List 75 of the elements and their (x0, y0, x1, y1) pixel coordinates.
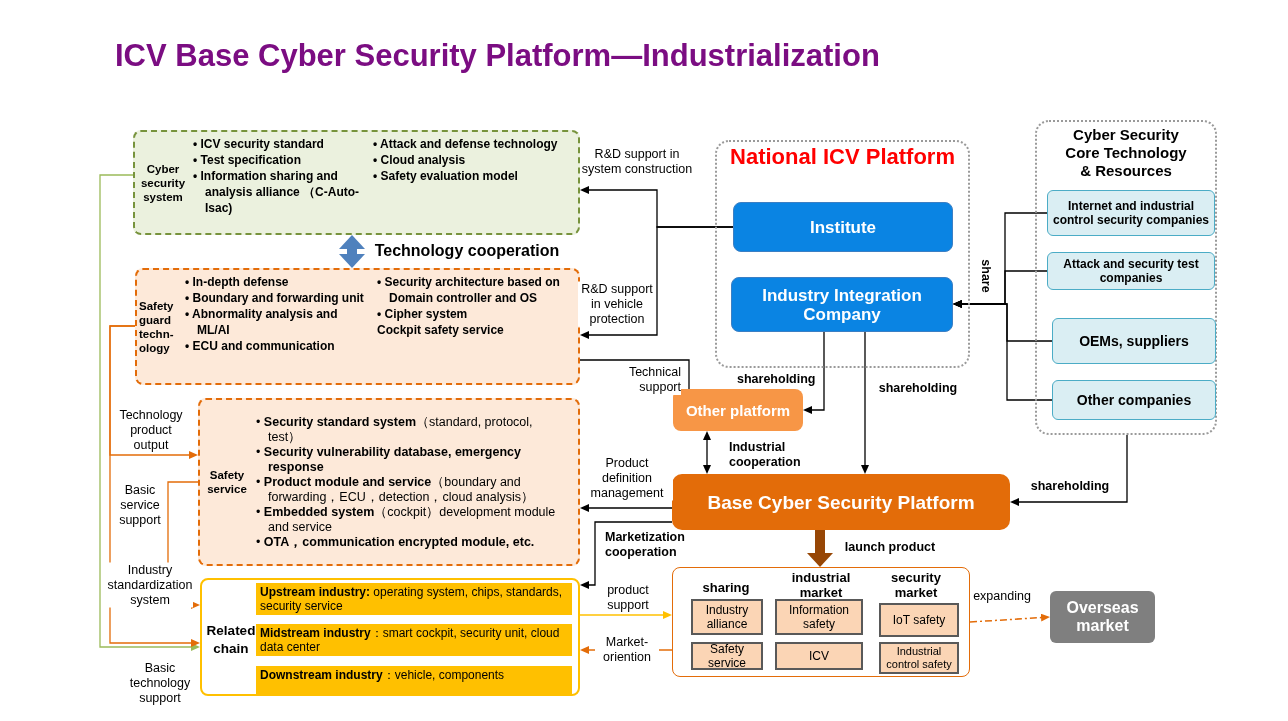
group-heading: National ICV Platform (729, 144, 956, 169)
arrow (580, 504, 673, 512)
arrow (1010, 434, 1128, 506)
panel-heading: Safety service (206, 468, 248, 496)
arrow (580, 521, 673, 589)
arrow (969, 613, 1050, 623)
platform-box: Base Cyber Security Platform (672, 474, 1010, 530)
arrow (703, 431, 711, 474)
edge-label: shareholding (1028, 478, 1112, 494)
bullet-item: • Embedded system（cockpit）development module and service (256, 504, 557, 535)
market-cell: Industry alliance (691, 599, 763, 635)
arrow (579, 611, 672, 619)
dashed-panel (198, 398, 580, 566)
bullet-item: • Product module and service（boundary and forwarding，ECU，detection，cloud analysis） (256, 474, 535, 505)
column-heading: sharing (701, 580, 751, 595)
bullet-item: • Security architecture based on Domain controller and OS (377, 274, 561, 306)
arrow (580, 226, 734, 339)
edge-label: R&D support in vehicle protection (578, 281, 656, 327)
bullet-item: • Boundary and forwarding unit (185, 290, 365, 306)
edge-label: Industry standardization system (107, 562, 193, 608)
bullet-item: • ECU and communication (185, 338, 336, 354)
market-cell: Information safety (775, 599, 863, 635)
market-cell: ICV (775, 642, 863, 670)
arrow (339, 235, 365, 268)
dotted-group (715, 140, 970, 368)
bullet-item: • Security vulnerability database, emergency response (256, 444, 522, 475)
edge-label: R&D support in system construction (581, 147, 693, 177)
market-cell: IoT safety (879, 603, 959, 637)
arrow (953, 300, 1053, 401)
bullet-item: • Abnormality analysis and ML/AI (185, 306, 339, 338)
bullet-item: • Test specification (193, 152, 302, 168)
panel-heading: Related chain (205, 622, 257, 658)
bullet-item: • In-depth defense (185, 274, 290, 290)
bullet-item: • Cipher system (377, 306, 469, 322)
edge-label: shareholding (878, 380, 958, 396)
arrow (807, 530, 833, 567)
company-box: Other companies (1052, 380, 1216, 420)
arrow (861, 331, 869, 474)
market-cell: Safety service (691, 642, 763, 670)
arrow (99, 174, 200, 651)
entity-box: Industry Integration Company (731, 277, 953, 332)
panel-heading: Safety guard techn-ology (139, 298, 175, 355)
industry-bar: Midstream industry：smart cockpit, security unit, cloud data center (256, 624, 572, 656)
panel-heading: Cyber security system (139, 161, 187, 204)
connector-line (579, 359, 690, 390)
arrow (109, 325, 200, 647)
chain-panel (200, 578, 580, 696)
bullet-item: • Attack and defense technology (373, 136, 559, 152)
bullet-item: Cockpit safety service (377, 322, 505, 338)
market-panel (672, 567, 970, 677)
company-box: Attack and security test companies (1047, 252, 1215, 290)
bullet-item: • Information sharing and analysis alliance （C-Auto-Isac) (193, 168, 361, 216)
group-heading: Cyber Security Core Technology & Resources (1064, 126, 1188, 180)
arrow (803, 331, 825, 414)
company-box: OEMs, suppliers (1052, 318, 1216, 364)
column-heading: security market (890, 570, 942, 600)
bullet-item: • Security standard system（standard, protocol, test） (256, 414, 534, 445)
bullet-item: • OTA，communication encrypted module, etc. (256, 534, 536, 550)
bullet-item: • Safety evaluation model (373, 168, 519, 184)
dotted-group (1035, 120, 1217, 435)
dashed-panel (135, 268, 580, 385)
industry-bar: Downstream industry：vehicle, components (256, 666, 572, 694)
edge-label: shareholding (737, 371, 813, 387)
company-box: Internet and industrial control security companies (1047, 190, 1215, 236)
bullet-item: • ICV security standard (193, 136, 325, 152)
diagram-title: ICV Base Cyber Security Platform—Industrialization (115, 38, 880, 74)
entity-box: Institute (733, 202, 953, 252)
market-cell: Industrial control safety (879, 642, 959, 674)
market-box: Overseas market (1050, 591, 1155, 643)
dashed-panel (133, 130, 580, 235)
edge-label: launch product (842, 539, 938, 555)
edge-label: expanding (970, 588, 1034, 604)
industry-bar: Upstream industry: operating system, chips, standards, security service (256, 583, 572, 615)
column-heading: industrial market (790, 570, 852, 600)
bullet-item: • Cloud analysis (373, 152, 467, 168)
